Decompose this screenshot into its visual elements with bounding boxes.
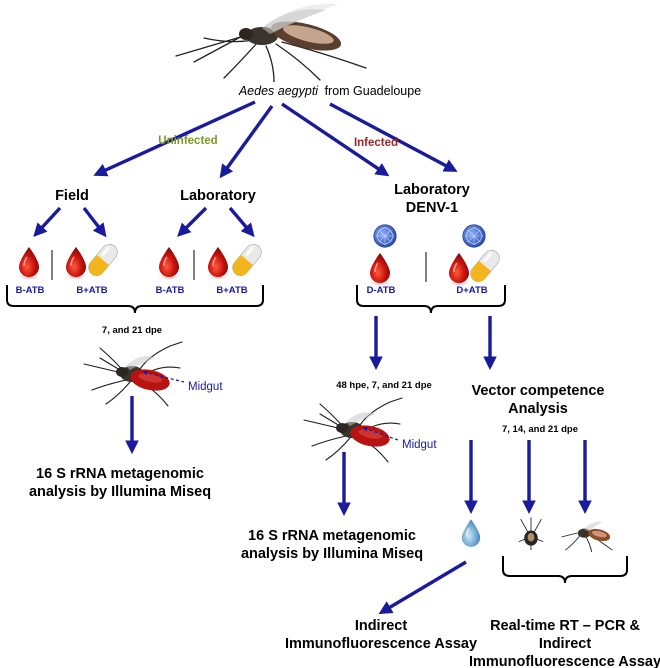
metagenomic-left-line1: 16 S rRNA metagenomic [36, 466, 204, 482]
dengue-virus-icon [462, 224, 486, 248]
condition-label: B+ATB [76, 285, 107, 296]
metagenomic-middle-line1: 16 S rRNA metagenomic [248, 528, 416, 544]
timepoint-right: 7, 14, and 21 dpe [502, 424, 578, 435]
blood-drop-icon [157, 246, 181, 280]
arrow-field-b-atb [33, 206, 62, 237]
brace-infected [356, 285, 506, 314]
mosquito-body-image [561, 521, 613, 552]
blood-drop-icon [368, 252, 392, 286]
antibiotic-pill-icon [468, 246, 502, 286]
rtpcr-line3: Immunofluorescence Assay [469, 654, 660, 668]
ifa-line2: Immunofluorescence Assay [285, 636, 477, 652]
mosquito-head-image [518, 517, 544, 551]
arrow-infected-lab [281, 102, 390, 177]
timepoint-middle: 48 hpe, 7, and 21 dpe [336, 380, 432, 391]
lab-denv-label-line2: DENV-1 [406, 200, 458, 216]
condition-label: D-ATB [367, 285, 396, 296]
title-text: Aedes aegypti from Guadeloupe [238, 84, 421, 98]
field-label: Field [55, 188, 89, 204]
blood-drop-icon [447, 252, 471, 286]
midgut-pointer [142, 370, 185, 383]
condition-label: B-ATB [16, 285, 45, 296]
arrow-to-laboratory [219, 105, 274, 179]
antibiotic-pill-icon [230, 240, 264, 280]
vector-competence-line2: Analysis [508, 401, 568, 417]
dengue-virus-icon [373, 224, 397, 248]
saliva-drop-icon [461, 518, 481, 548]
arrow-to-lab-denv [329, 102, 458, 172]
rtpcr-line2: Indirect [539, 636, 592, 652]
infected-label: Infected [354, 137, 398, 149]
aedes-mosquito-image [175, 3, 367, 82]
antibiotic-pill-icon [86, 240, 120, 280]
arrow-lab-b-plus-atb [228, 206, 255, 238]
condition-label: B+ATB [216, 285, 247, 296]
metagenomic-middle-line2: analysis by Illumina Miseq [241, 546, 423, 562]
arrow-field-b-plus-atb [82, 206, 107, 238]
arrow-to-ifa [378, 560, 467, 615]
ifa-line1: Indirect [355, 618, 408, 634]
midgut-pointer [362, 426, 399, 441]
lab-denv-label-line1: Laboratory [394, 182, 470, 198]
midgut-label: Midgut [402, 439, 437, 451]
arrow-lab-b-atb [177, 206, 208, 237]
condition-label: D+ATB [456, 285, 487, 296]
uninfected-label: Uninfected [158, 135, 217, 147]
metagenomic-left-line2: analysis by Illumina Miseq [29, 484, 211, 500]
vector-competence-line1: Vector competence [472, 383, 605, 399]
condition-label: B-ATB [156, 285, 185, 296]
blood-fed-mosquito-image [303, 397, 403, 463]
brace-uninfected [6, 285, 264, 314]
arrow-to-field [93, 100, 256, 177]
laboratory-label: Laboratory [180, 188, 256, 204]
blood-drop-icon [206, 246, 230, 280]
brace-head-body [502, 556, 628, 584]
blood-drop-icon [64, 246, 88, 280]
blood-drop-icon [17, 246, 41, 280]
midgut-label: Midgut [188, 381, 223, 393]
timepoint-left: 7, and 21 dpe [102, 325, 162, 336]
rtpcr-line1: Real-time RT – PCR & [490, 618, 640, 634]
